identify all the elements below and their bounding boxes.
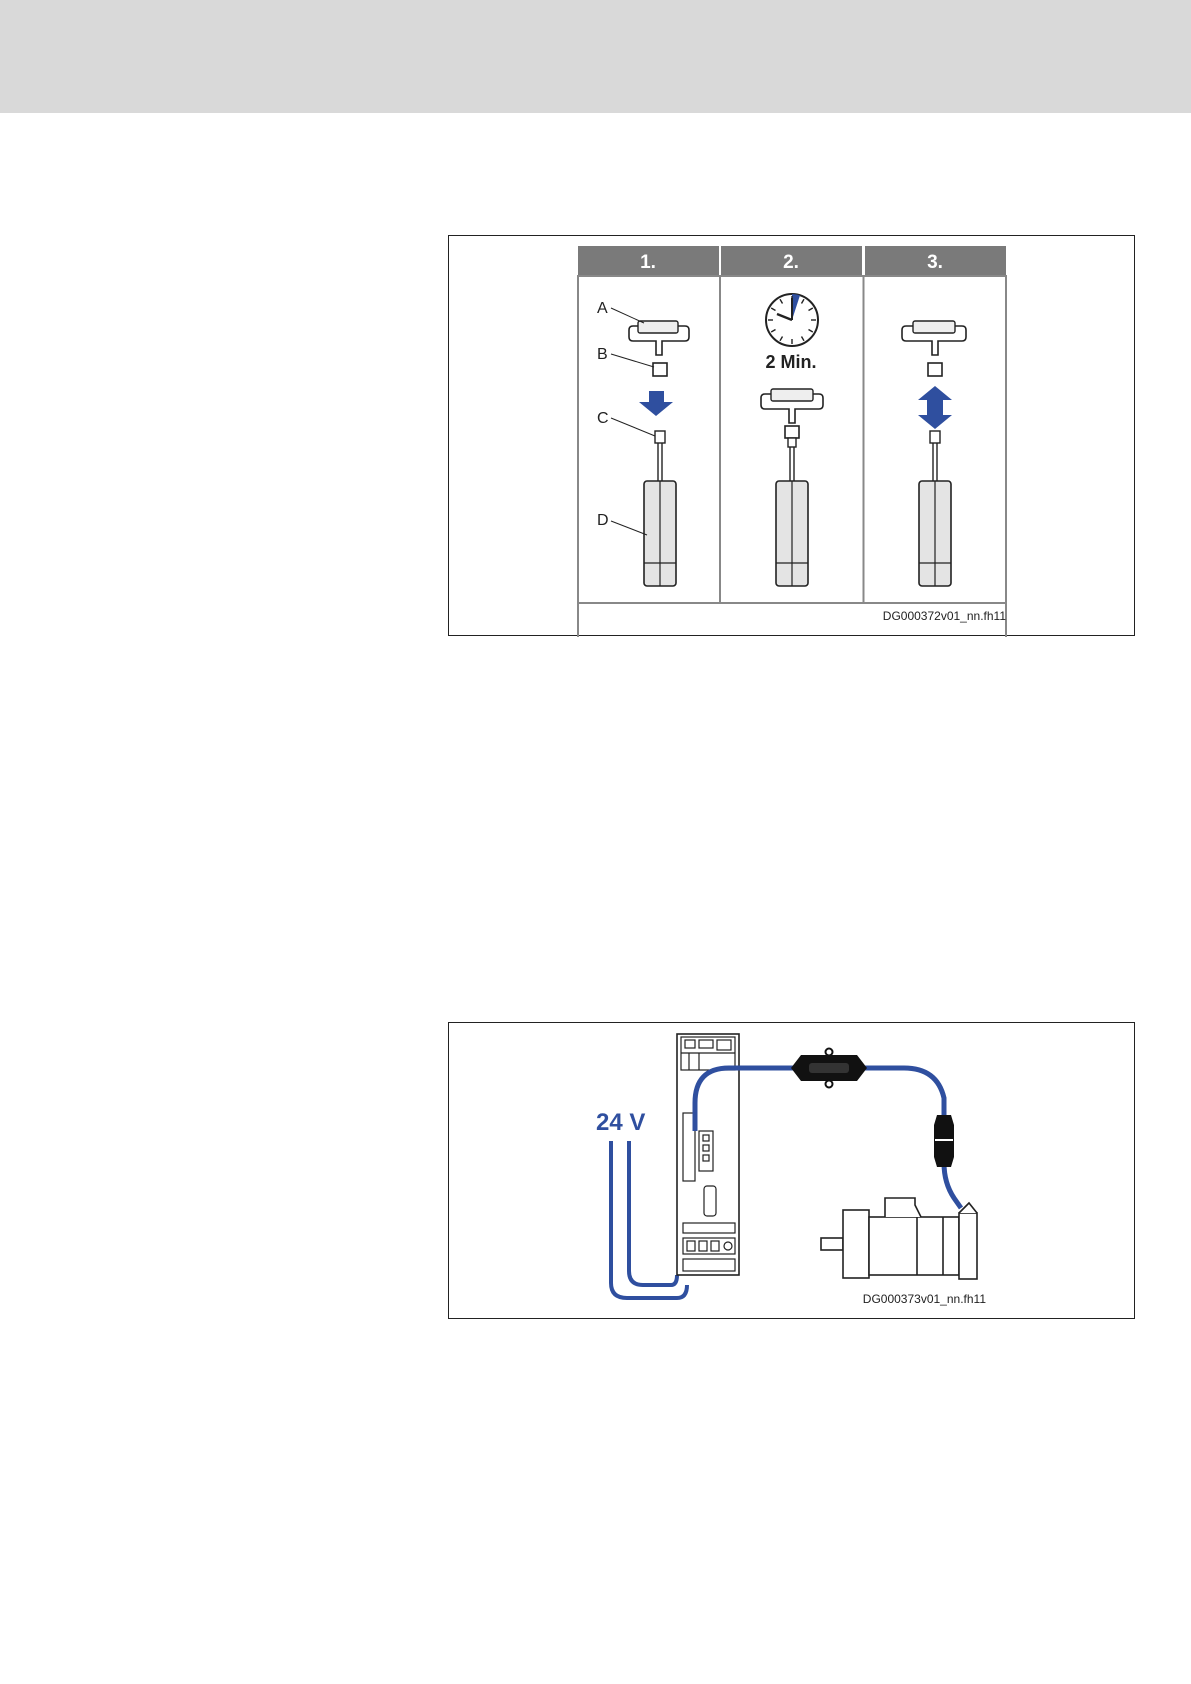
cable-connector: [934, 1115, 954, 1167]
voltage-label: 24 V: [596, 1109, 645, 1136]
battery-key-a: [629, 321, 689, 355]
motor-cable: [944, 1163, 961, 1208]
callout-d: D: [597, 512, 609, 529]
down-arrow-icon: [639, 391, 673, 416]
figure-battery-procedure: 1. 2. 3. A B C D: [448, 235, 1135, 636]
step-1-label: 1.: [640, 252, 656, 273]
battery-connector: [930, 431, 940, 443]
leader-line: [611, 418, 655, 436]
callout-c: C: [597, 410, 609, 427]
battery-key-connected: [761, 389, 823, 447]
battery-procedure-diagram: 1. 2. 3. A B C D: [449, 236, 1136, 637]
leader-line: [611, 354, 654, 367]
figure-drive-connection: 24 V: [448, 1022, 1135, 1319]
motor-cable: [864, 1068, 944, 1123]
battery-pack-d: [644, 481, 676, 586]
battery-key-removed: [902, 321, 966, 376]
wait-time-label: 2 Min.: [765, 352, 816, 372]
servo-motor: [821, 1198, 977, 1279]
cable-junction: [791, 1049, 867, 1088]
clock-icon: [766, 294, 818, 346]
callout-a: A: [597, 300, 608, 317]
figure-file-reference: DG000373v01_nn.fh11: [863, 1292, 987, 1306]
power-supply-cable: [611, 1141, 687, 1298]
page-header-bar: [0, 0, 1191, 113]
key-connector-b: [653, 363, 667, 376]
battery-pack: [776, 481, 808, 586]
leader-line: [611, 521, 647, 535]
battery-pack: [919, 481, 951, 586]
leader-line: [611, 308, 644, 323]
figure-file-reference: DG000372v01_nn.fh11: [883, 609, 1007, 623]
step-3-label: 3.: [927, 252, 943, 273]
step-2-label: 2.: [783, 252, 799, 273]
callout-b: B: [597, 346, 608, 363]
drive-motor-diagram: 24 V: [449, 1023, 1136, 1320]
connector-c: [655, 431, 665, 443]
double-arrow-icon: [918, 386, 952, 429]
